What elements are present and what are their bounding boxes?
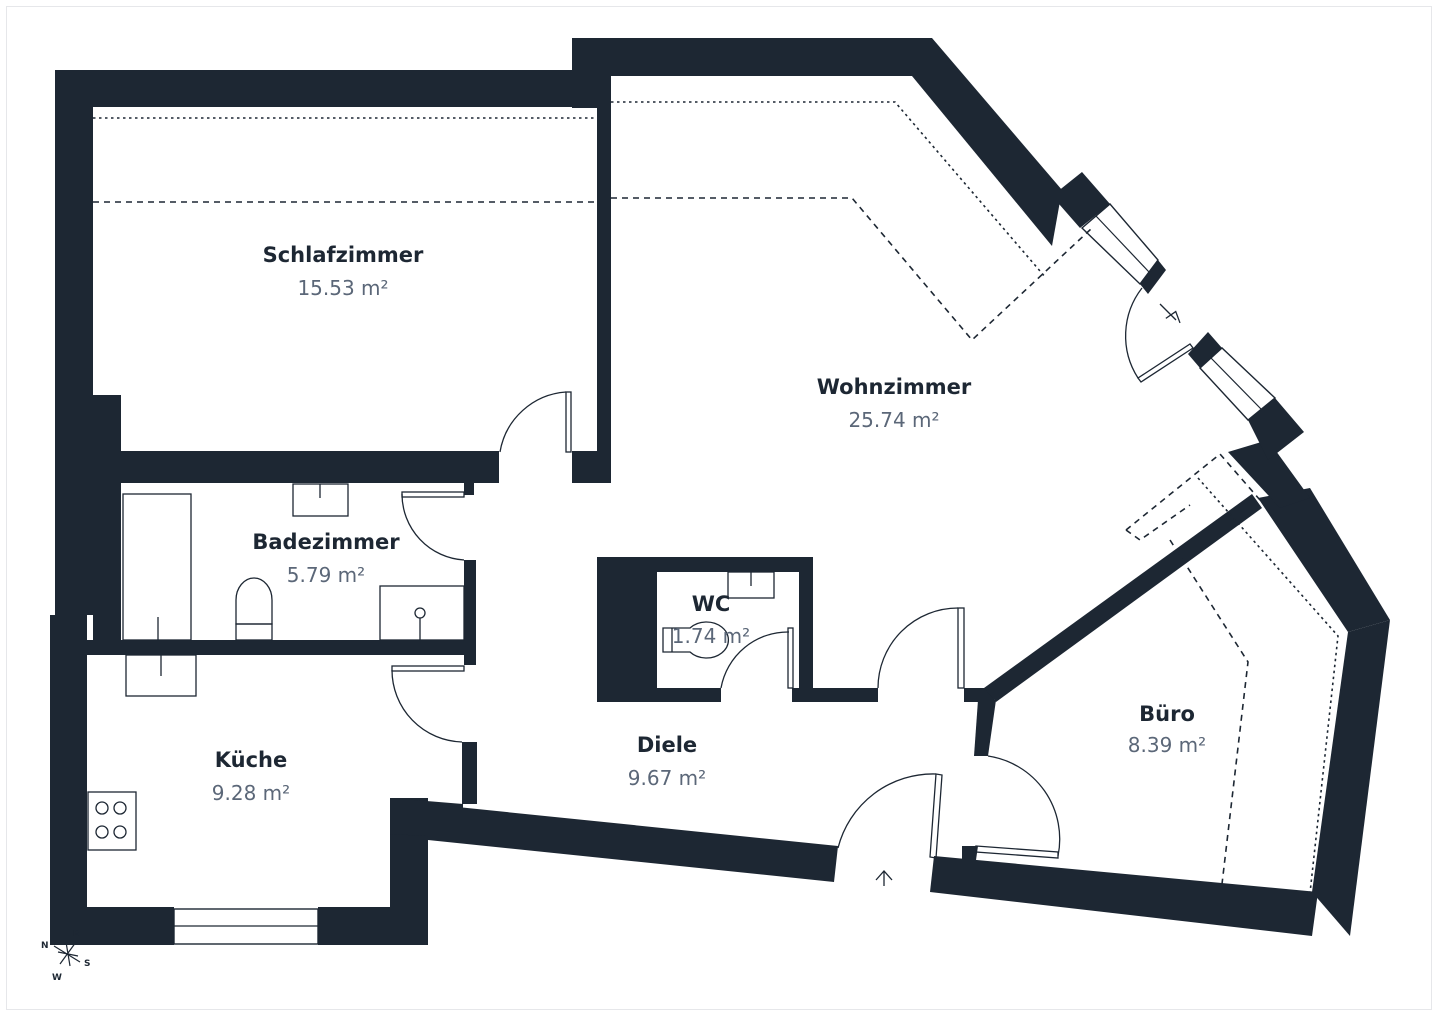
door-badezimmer — [401, 493, 465, 561]
door-wohnzimmer — [877, 607, 959, 689]
wall-buero-jamb — [974, 700, 996, 756]
wall-left-pillar — [93, 395, 121, 650]
room-area-diele: 9.67 m² — [628, 766, 706, 790]
wall-kitchen-diele — [462, 742, 477, 804]
room-name-buero: Büro — [1139, 702, 1195, 726]
room-name-wohnzimmer: Wohnzimmer — [817, 375, 972, 399]
room-area-wohnzimmer: 25.74 m² — [848, 408, 939, 432]
wall-diele-bottom-left — [428, 804, 838, 882]
wall-corner-east — [1228, 440, 1310, 508]
wall-diagonal-top — [912, 38, 1062, 246]
room-labels: Schlafzimmer 15.53 m² Wohnzimmer 25.74 m… — [212, 243, 1206, 805]
room-area-badezimmer: 5.79 m² — [287, 563, 365, 587]
wall-wc-bottom — [657, 688, 721, 702]
wall-wc-right — [799, 557, 813, 702]
room-name-wc: WC — [692, 592, 731, 616]
wall-left-lower — [50, 615, 87, 945]
walls — [50, 38, 1390, 945]
wall-top-right — [572, 38, 932, 76]
wall-wohn-bottom-left — [792, 688, 878, 702]
wall-bath-bottom — [87, 640, 476, 655]
wc-toilet — [662, 621, 730, 659]
kitchen-stove — [87, 791, 137, 851]
door-wc — [720, 631, 790, 689]
room-name-badezimmer: Badezimmer — [252, 530, 400, 554]
wall-window-jamb-2 — [1188, 332, 1222, 368]
wall-buero-jamb-bottom — [962, 846, 978, 860]
wall-bath-right — [464, 560, 476, 648]
room-area-schlafzimmer: 15.53 m² — [297, 276, 388, 300]
wall-window-block-1 — [1052, 172, 1110, 228]
windows — [173, 203, 1277, 945]
ceiling-lines — [93, 101, 1339, 894]
compass-n: N — [41, 941, 49, 951]
room-area-buero: 8.39 m² — [1128, 733, 1206, 757]
wall-buero-right — [1312, 620, 1390, 936]
room-area-wc: 1.74 m² — [672, 624, 750, 648]
wall-left-upper — [55, 70, 93, 615]
wall-buero-left-diagonal — [984, 494, 1262, 702]
door-buero — [987, 755, 1061, 857]
door-balcony — [1125, 287, 1143, 379]
wall-top-left — [55, 70, 575, 107]
wall-schlaf-bottom-right — [572, 451, 611, 483]
doors — [391, 287, 1194, 886]
compass-w: W — [52, 973, 62, 983]
bath-toilet — [235, 577, 273, 625]
wall-wohn-bottom-right — [964, 688, 994, 702]
wall-bath-stub-top — [464, 483, 474, 495]
wall-diele-bottom-right — [930, 856, 1318, 936]
compass-icon: N E S W — [41, 929, 90, 983]
window-wohnzimmer-1 — [1080, 203, 1159, 286]
bathtub — [122, 493, 192, 641]
room-name-kueche: Küche — [215, 748, 288, 772]
fixtures — [87, 483, 775, 851]
door-schlafzimmer — [499, 391, 567, 453]
wall-window-jamb-1 — [1140, 260, 1166, 294]
wall-buero-diagonal — [1258, 488, 1390, 632]
room-name-diele: Diele — [637, 733, 697, 757]
wall-bath-stub-bottom — [464, 655, 476, 665]
wall-interior-vertical — [597, 75, 611, 482]
door-entrance — [837, 773, 937, 849]
wall-schlaf-bottom — [121, 451, 499, 483]
bath-shower — [379, 585, 465, 641]
wall-window-block-2 — [1248, 398, 1304, 460]
page-frame — [6, 6, 1432, 1010]
room-area-kueche: 9.28 m² — [212, 781, 290, 805]
compass-s: S — [84, 959, 90, 969]
door-kueche — [391, 669, 463, 743]
wall-wc-left — [597, 557, 657, 702]
wall-kitchen-bottom-left — [50, 907, 174, 945]
room-name-schlafzimmer: Schlafzimmer — [263, 243, 424, 267]
compass-e: E — [73, 929, 79, 939]
